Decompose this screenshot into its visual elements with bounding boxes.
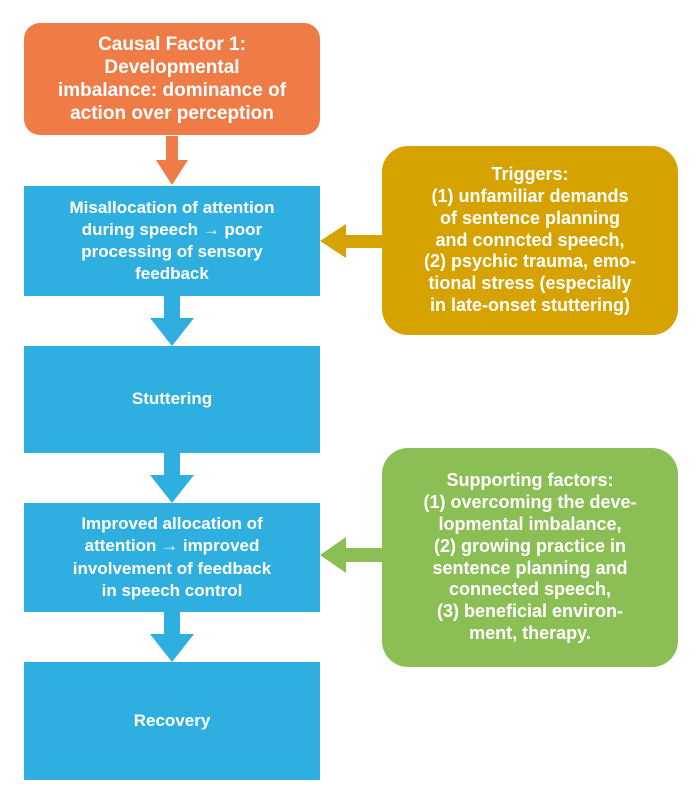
arrow-improved-to-recovery xyxy=(150,612,194,662)
arrow-supporting-to-improved xyxy=(320,537,383,573)
improved-allocation-text: Improved allocation of attention → impro… xyxy=(72,514,272,600)
supporting-factors-text: Supporting factors: (1) overcoming the d… xyxy=(423,469,637,644)
arrow-stuttering-to-improved xyxy=(150,453,194,503)
triggers-box: Triggers: (1) unfamiliar demands of sent… xyxy=(382,146,678,335)
supporting-factors-box: Supporting factors: (1) overcoming the d… xyxy=(382,448,678,667)
stuttering-box: Stuttering xyxy=(24,346,320,453)
misallocation-text: Misallocation of attention during speech… xyxy=(69,197,275,284)
triggers-text: Triggers: (1) unfamiliar demands of sent… xyxy=(423,163,637,316)
causal-factor-box: Causal Factor 1: Developmental imbalance… xyxy=(24,23,320,135)
misallocation-box: Misallocation of attention during speech… xyxy=(24,186,320,296)
improved-allocation-box: Improved allocation of attention → impro… xyxy=(24,503,320,612)
causal-factor-text: Causal Factor 1: Developmental imbalance… xyxy=(57,33,287,125)
recovery-box: Recovery xyxy=(24,662,320,780)
stuttering-text: Stuttering xyxy=(131,389,213,409)
arrow-misallocation-to-stuttering xyxy=(150,296,194,346)
arrow-triggers-to-misallocation xyxy=(320,224,383,258)
recovery-text: Recovery xyxy=(133,710,211,730)
arrow-causal-to-misallocation xyxy=(156,136,188,185)
